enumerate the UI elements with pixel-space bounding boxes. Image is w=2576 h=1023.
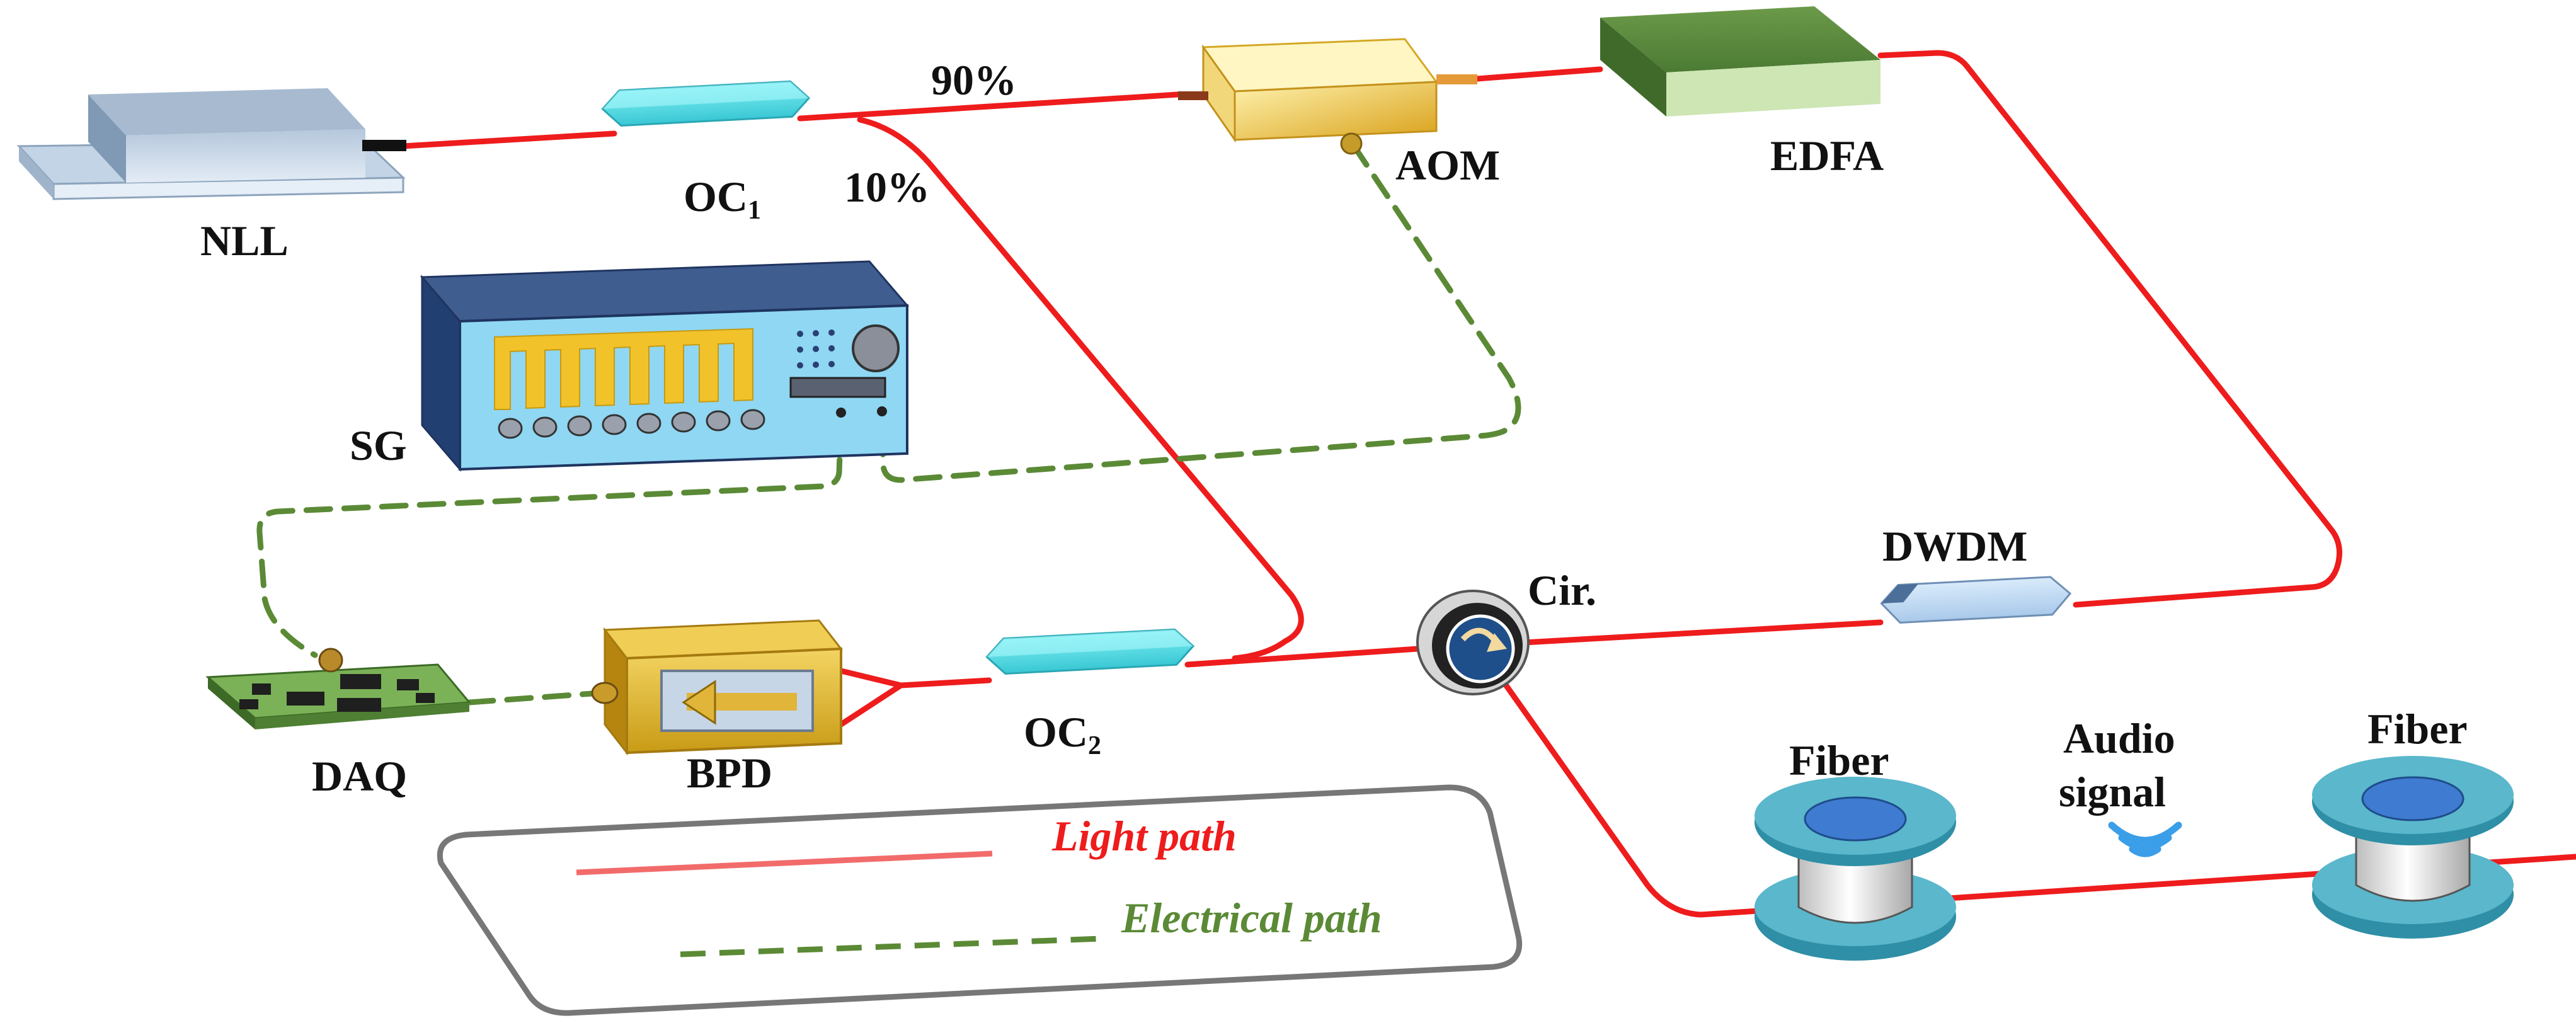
fiber-circulator-spools (1499, 677, 2576, 918)
legend-light-swatch (576, 850, 993, 876)
coupler-icon (985, 628, 1195, 675)
label-audio-line1: Audio (2063, 714, 2175, 762)
label-sg: SG (350, 421, 407, 469)
label-audio-line2: signal (2059, 768, 2166, 816)
label-dwdm: DWDM (1882, 522, 2027, 570)
legend-frame (437, 784, 1523, 1016)
fiber-edfa-dwdm (1877, 50, 2342, 608)
label-bpd: BPD (687, 749, 772, 797)
circulator-icon (1416, 590, 1530, 695)
legend: Light path Electrical path (437, 784, 1523, 1016)
fiber-spool-icon (2312, 756, 2514, 939)
label-split-10: 10% (844, 163, 930, 211)
label-aom: AOM (1395, 141, 1500, 189)
label-daq: DAQ (312, 752, 407, 800)
wire-aom-sg (879, 142, 1521, 483)
wdm-icon (1880, 576, 2072, 624)
label-oc1: OC1 (684, 173, 761, 225)
photodetector-icon (591, 619, 843, 756)
aom-icon (1178, 38, 1477, 155)
fiber-oc2-bpd (838, 668, 992, 728)
signal-generator-icon (420, 260, 910, 472)
light-path-network (400, 50, 2576, 918)
label-oc2: OC2 (1024, 708, 1101, 760)
fiber-circulator-oc2 (1184, 646, 1421, 668)
wire-daq-bpd (466, 690, 605, 706)
fiber-dwdm-circulator (1521, 619, 1884, 646)
fiber-oc1-reference-branch (857, 117, 1304, 661)
fiber-aom-edfa (1474, 66, 1603, 82)
label-fiber-left: Fiber (1789, 736, 1889, 784)
electrical-path-network (256, 142, 1521, 706)
legend-electrical-swatch (680, 935, 1103, 957)
label-fiber-right: Fiber (2367, 705, 2468, 753)
fiber-spool-icon (1755, 777, 1956, 961)
fiber-oc1-aom (797, 91, 1181, 122)
label-nll: NLL (200, 217, 289, 265)
label-edfa: EDFA (1770, 132, 1884, 180)
legend-light-label: Light path (1051, 812, 1237, 860)
wire-sg-daq (256, 419, 844, 658)
label-circulator: Cir. (1528, 566, 1596, 614)
label-split-90: 90% (931, 56, 1017, 104)
fiber-nll-oc1 (400, 130, 617, 149)
amplifier-icon (1600, 6, 1880, 117)
coupler-icon (601, 80, 811, 127)
audio-waves-icon (2108, 821, 2182, 857)
legend-electrical-label: Electrical path (1121, 894, 1382, 942)
laser-box-icon (16, 88, 406, 200)
daq-board-icon (205, 648, 472, 729)
